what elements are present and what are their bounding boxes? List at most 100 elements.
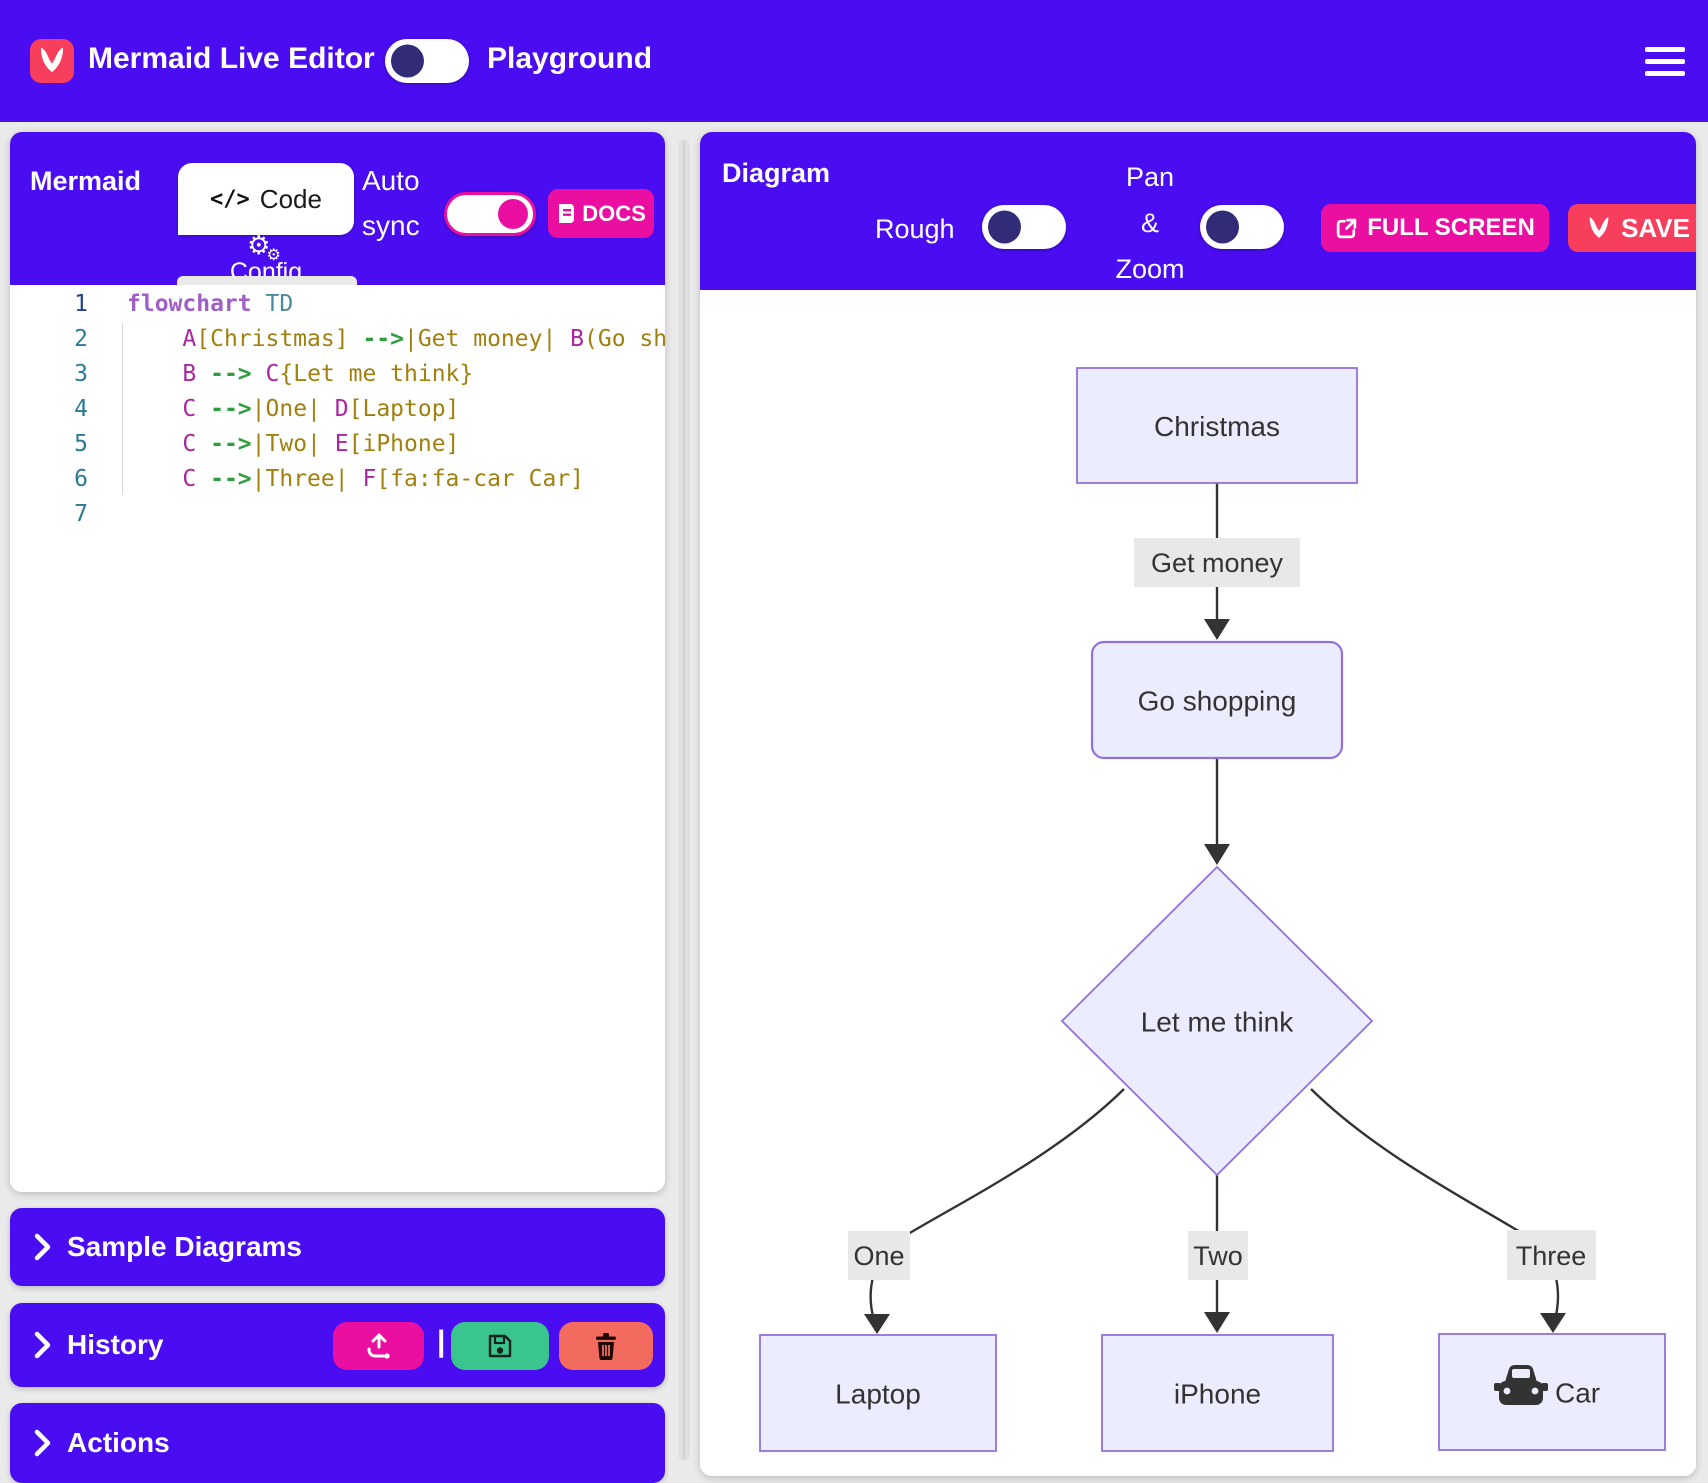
flowchart-edge bbox=[1310, 1088, 1560, 1321]
app-title: Mermaid Live Editor bbox=[88, 42, 375, 75]
edge-label-background bbox=[1188, 1231, 1248, 1280]
pan-zoom-toggle[interactable] bbox=[1200, 205, 1284, 249]
flowchart-node-laptop bbox=[759, 1334, 997, 1452]
trash-icon bbox=[596, 1333, 616, 1360]
code-line-text: C -->|Three| F[fa:fa-car Car] bbox=[182, 466, 585, 492]
flowchart-node-car bbox=[1438, 1333, 1666, 1451]
tab-code[interactable]: </> Code bbox=[178, 163, 354, 235]
line-number: 6 bbox=[74, 466, 88, 492]
code-line[interactable]: 3 B --> C{Let me think} bbox=[10, 357, 665, 392]
actions-label: Actions bbox=[67, 1427, 170, 1458]
arrowhead-icon bbox=[864, 1314, 890, 1334]
code-line[interactable]: 7 bbox=[10, 497, 665, 532]
diagram-panel-header: Diagram Rough Pan & Zoom FULL SCREEN SA bbox=[700, 132, 1696, 290]
save-history-button[interactable] bbox=[451, 1322, 549, 1370]
node-label: iPhone bbox=[1174, 1379, 1261, 1410]
rough-label: Rough bbox=[875, 214, 955, 244]
code-line[interactable]: 6 C -->|Three| F[fa:fa-car Car] bbox=[10, 462, 665, 497]
line-number: 7 bbox=[74, 501, 88, 527]
auto-sync-toggle[interactable] bbox=[444, 192, 536, 236]
docs-button[interactable]: DOCS bbox=[548, 189, 654, 238]
flowchart-node-iphone bbox=[1101, 1334, 1334, 1452]
rough-toggle[interactable] bbox=[982, 205, 1066, 249]
edge-label-background bbox=[1507, 1230, 1596, 1280]
arrowhead-icon bbox=[1204, 844, 1230, 865]
code-icon: </> bbox=[210, 186, 250, 212]
playground-label: Playground bbox=[487, 42, 653, 75]
editor-title: Mermaid bbox=[30, 166, 142, 196]
line-number: 5 bbox=[74, 431, 88, 457]
upload-button[interactable] bbox=[333, 1322, 424, 1370]
node-label: Laptop bbox=[835, 1379, 921, 1410]
save-button[interactable]: SAVE bbox=[1568, 204, 1696, 252]
sample-diagrams-bar[interactable]: Sample Diagrams bbox=[10, 1208, 665, 1286]
panel-splitter[interactable] bbox=[678, 140, 690, 1460]
code-line-text: B --> C{Let me think} bbox=[182, 361, 474, 387]
code-line[interactable]: 4 C -->|One| D[Laptop] bbox=[10, 392, 665, 427]
chevron-right-icon bbox=[34, 1429, 51, 1457]
history-bar[interactable]: History | bbox=[10, 1303, 665, 1387]
flowchart-node-let-me-think bbox=[1060, 865, 1374, 1177]
code-line[interactable]: 5 C -->|Two| E[iPhone] bbox=[10, 427, 665, 462]
arrowhead-icon bbox=[1204, 1312, 1230, 1333]
arrowhead-icon bbox=[1204, 619, 1230, 640]
toggle-knob bbox=[391, 44, 424, 78]
delete-history-button[interactable] bbox=[559, 1322, 653, 1370]
theme-toggle[interactable] bbox=[385, 39, 469, 83]
line-number: 4 bbox=[74, 396, 88, 422]
editor-panel-header: Mermaid </> Code ⚙⚙ Config Auto sync DOC… bbox=[10, 132, 665, 288]
sample-diagrams-label: Sample Diagrams bbox=[67, 1231, 302, 1262]
node-label: Go shopping bbox=[1138, 686, 1297, 717]
edge-label: Two bbox=[1193, 1241, 1243, 1271]
diagram-panel: Diagram Rough Pan & Zoom FULL SCREEN SA bbox=[700, 132, 1696, 1476]
toggle-knob bbox=[988, 210, 1021, 244]
auto-sync-label: Auto sync bbox=[362, 165, 420, 241]
node-label: Car bbox=[1555, 1378, 1600, 1409]
external-link-icon bbox=[1336, 218, 1357, 238]
car-icon bbox=[1494, 1365, 1548, 1405]
editor-panel: Mermaid </> Code ⚙⚙ Config Auto sync DOC… bbox=[10, 132, 665, 1192]
upload-icon bbox=[367, 1333, 390, 1359]
toggle-knob bbox=[1206, 210, 1239, 244]
chevron-right-icon bbox=[34, 1233, 51, 1261]
node-label: Christmas bbox=[1154, 411, 1280, 442]
edge-label: Three bbox=[1516, 1241, 1587, 1271]
edge-label-background bbox=[1134, 538, 1300, 587]
edge-label: One bbox=[853, 1241, 904, 1271]
mermaid-tail-glyph bbox=[40, 47, 64, 73]
edge-label-background bbox=[848, 1231, 910, 1280]
flowchart-edge bbox=[869, 1088, 1125, 1321]
book-icon bbox=[559, 204, 575, 223]
app-header: Mermaid Live Editor Playground bbox=[0, 0, 1708, 122]
mermaid-logo-icon bbox=[1589, 216, 1609, 238]
floppy-icon bbox=[488, 1334, 512, 1358]
mermaid-logo-icon[interactable] bbox=[30, 39, 74, 83]
save-button-label: SAVE bbox=[1621, 212, 1690, 243]
docs-button-label: DOCS bbox=[582, 200, 646, 226]
code-line-text: flowchart TD bbox=[127, 291, 294, 317]
indent-guide bbox=[122, 323, 123, 495]
diagram-title: Diagram bbox=[722, 158, 831, 188]
history-label: History bbox=[67, 1329, 164, 1360]
button-divider: | bbox=[437, 1325, 446, 1358]
line-number: 2 bbox=[74, 326, 88, 352]
fullscreen-button[interactable]: FULL SCREEN bbox=[1321, 204, 1549, 252]
flowchart-node-go-shopping bbox=[1090, 640, 1344, 760]
code-line-text: C -->|One| D[Laptop] bbox=[182, 396, 460, 422]
hamburger-icon[interactable] bbox=[1645, 46, 1685, 78]
fullscreen-button-label: FULL SCREEN bbox=[1367, 214, 1535, 241]
chevron-right-icon bbox=[34, 1331, 51, 1359]
code-line[interactable]: 2 A[Christmas] -->|Get money| B(Go shopp… bbox=[10, 322, 665, 357]
flowchart-node-christmas bbox=[1076, 367, 1358, 484]
code-line-text: C -->|Two| E[iPhone] bbox=[182, 431, 460, 457]
arrowhead-icon bbox=[1540, 1313, 1566, 1333]
gears-icon: ⚙⚙ bbox=[247, 230, 281, 264]
pan-zoom-label: Pan & Zoom bbox=[1115, 162, 1185, 284]
actions-bar[interactable]: Actions bbox=[10, 1403, 665, 1483]
